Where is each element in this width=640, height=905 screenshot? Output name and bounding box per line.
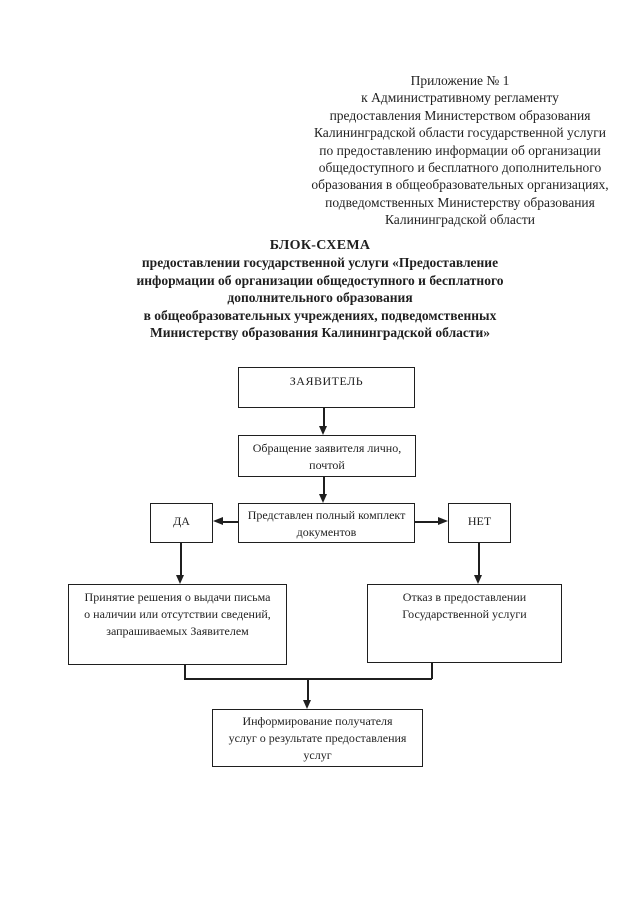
connector-check-yes-line [222,521,238,523]
arrow-down-icon [319,494,327,503]
flow-node-decision: Принятие решения о выдачи письма о налич… [68,584,287,665]
connector-applicant-appeal-line [323,408,325,427]
flow-node-refusal: Отказ в предоставлении Государственной у… [367,584,562,663]
arrow-down-icon [474,575,482,584]
flow-node-documents-check: Представлен полный комплект документов [238,503,415,543]
connector-join-informing-line [307,679,309,701]
connector-no-refusal-line [478,543,480,576]
arrow-down-icon [319,426,327,435]
annex-reference: Приложение № 1 к Административному регла… [311,73,609,228]
flow-node-no: НЕТ [448,503,511,543]
flow-node-yes: ДА [150,503,213,543]
connector-check-no-line [415,521,439,523]
arrow-right-icon [438,517,448,525]
connector-refusal-join-stub [431,663,433,679]
flow-node-appeal: Обращение заявителя лично, почтой [238,435,416,477]
connector-appeal-check-line [323,477,325,495]
connector-decision-join-stub [184,665,186,679]
connector-join-line [184,678,432,680]
arrow-down-icon [303,700,311,709]
document-title: БЛОК-СХЕМА предоставлении государственно… [40,237,600,341]
arrow-down-icon [176,575,184,584]
flow-node-applicant: ЗАЯВИТЕЛЬ [238,367,415,408]
title-heading: БЛОК-СХЕМА [269,238,371,253]
connector-yes-decision-line [180,543,182,576]
arrow-left-icon [213,517,223,525]
flow-node-informing: Информирование получателя услуг о резуль… [212,709,423,767]
title-subtitle: предоставлении государственной услуги «П… [136,255,504,341]
